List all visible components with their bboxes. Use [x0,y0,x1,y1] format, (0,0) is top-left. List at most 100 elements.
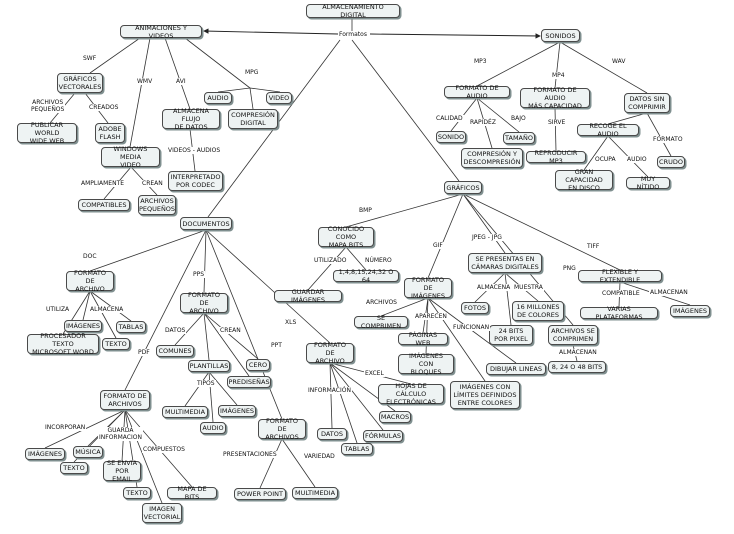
label-almacenan-tiff: ALMACENAN [649,289,689,296]
node-camaras-digitales: SE PRESENTAS EN CÁMARAS DIGITALES [468,253,542,273]
node-compatibles: COMPATIBLES [78,199,130,211]
label-archivos-pequenos: ARCHIVOS PEQUEÑOS [30,99,66,113]
connector-line [259,438,283,489]
node-formato-archivos-ppt: FORMATO DE ARCHIVOS [258,417,306,441]
node-audio-pps: AUDIO [200,422,226,434]
node-comunes: COMUNES [156,345,194,357]
label-formatos: Formatos [338,31,368,38]
label-bajo: BAJO [510,115,527,122]
node-sonido: SONIDO [436,131,466,143]
label-ppt: PPT [270,342,283,349]
label-creados: CREADOS [88,104,120,111]
label-incorporan: INCORPORAN [44,424,87,431]
connector-line [554,107,557,152]
node-formulas: FÓRMULAS [363,430,403,442]
connector-line [124,229,207,391]
node-interpretado-codec: INTERPRETADO POR CODEC [168,171,223,191]
label-bmp: BMP [358,207,373,214]
node-muy-nitido: MUY NÍTIDO [626,175,670,191]
connector-line [89,290,117,339]
node-tablas-xls: TABLAS [341,443,373,455]
node-musica: MÚSICA [73,446,103,458]
connector-line [559,41,648,94]
label-calidad: CALIDAD [435,115,464,122]
node-gran-capacidad: GRAN CAPACIDAD EN DISCO [555,168,613,192]
label-ampliamente: AMPLIAMENTE [80,180,126,187]
label-sirve: SIRVE [547,119,567,126]
node-texto-pdf-1: TEXTO [60,462,88,474]
node-imagenes-doc: IMÁGENES [64,320,102,332]
label-utilizado: UTILIZADO [313,257,348,264]
node-cero: CERO [246,359,270,371]
connector-line [583,135,609,171]
label-variedad: VARIEDAD [303,453,336,460]
node-mapa-bits: MAPA DE BITS [167,485,217,501]
label-almacenan-png: ALMACENAN [558,349,598,356]
connector-line [345,193,464,228]
label-rapidez: RAPIDÉZ [469,119,497,126]
node-guardar-imagenes: GUARDAR IMÁGENES [274,288,342,304]
node-varias-plataformas: VARIAS PLATAFORMAS [580,305,658,321]
connector-line [504,272,512,326]
label-informacion: INFORMACIÓN [307,387,352,394]
connector-line [380,297,429,317]
node-graficos-vectorales: GRÁFICOS VECTORALES [57,73,103,93]
node-sonidos: SONIDOS [541,29,580,42]
node-imagenes-limites: IMÁGENES CON LÍMITES DEFINIDOS ENTRE COL… [450,381,520,409]
node-24-bits: 24 BITS POR PIXEL [489,325,533,345]
connector-line [329,362,358,444]
label-wav: WAV [611,58,627,65]
connector-line [203,312,210,361]
node-se-comprimen: SE COMPRIMEN [354,314,408,330]
label-png: PNG [562,265,577,272]
node-formato-archivo-pps: FORMATO DE ARCHIVO [180,291,228,315]
connector-line [89,37,141,74]
label-pdf: PDF [137,349,151,356]
label-compuestos: COMPUESTOS [142,446,186,453]
connector-line [164,37,191,110]
connector-line [249,87,281,93]
node-datos-xls: DATOS [317,428,347,440]
label-audio: AUDIO [626,156,648,163]
connector-line [476,41,561,87]
label-formato: FORMATO [652,136,684,143]
node-multimedia-pps: MULTIMEDIA [162,406,208,418]
label-mp4: MP4 [551,72,566,79]
node-procesador-texto: PROCESADOR TEXTO MICROSOFT WORD [27,332,99,356]
node-archivos-se-comprimen: ARCHIVOS SE COMPRIMEN [548,325,598,345]
connector-line [462,193,506,254]
node-almacena-flujo: ALMACENA FLUJO DE DATOS [162,107,220,131]
label-avi: AVI [175,78,187,85]
node-hojas-calculo: HOJAS DE CÁLCULO ELECTRÓNICAS [378,382,444,406]
node-macros: MACROS [379,411,411,423]
node-tablas-doc: TABLAS [116,321,146,333]
connector-line [450,97,478,132]
label-almacena-doc: ALMACENA [89,306,125,313]
label-mp3: MP3 [473,58,488,65]
connector-line [217,87,251,93]
node-archivos-pequenos: ARCHIVOS PEQUEÑOS [138,195,176,215]
node-imagen-vectorial: IMAGEN VECTORIAL [142,503,182,523]
connector-line [208,371,238,406]
node-bits-numeros: 1,4,8,15,24,32 O 64 [333,268,399,284]
label-tiff: TIFF [586,243,601,250]
label-mpg: MPG [244,69,260,76]
node-formato-audio: FORMATO DE AUDIO [444,84,510,100]
node-formato-archivos-pdf: FORMATO DE ARCHIVOS [100,390,150,410]
label-presentaciones: PRESENTACIONES [222,451,278,458]
node-adobe-flash: ADOBE FLASH [95,123,125,143]
connector-line [184,371,210,407]
connector-line [184,37,251,89]
node-power-point: POWER POINT [234,488,286,500]
connector-line [607,112,648,125]
connector-line [476,97,520,133]
node-video-mpg: VIDEO [266,92,292,104]
connector-line [329,362,333,429]
label-excel: EXCEL [364,370,385,377]
node-dibujar-lineas: DIBUJAR LINEAS [486,363,546,375]
label-wmv: WMV [136,78,154,85]
connector-line [203,229,207,294]
node-formato-imagenes: FORMATO DE IMÁGENES [404,276,452,300]
connector-line [205,229,331,344]
